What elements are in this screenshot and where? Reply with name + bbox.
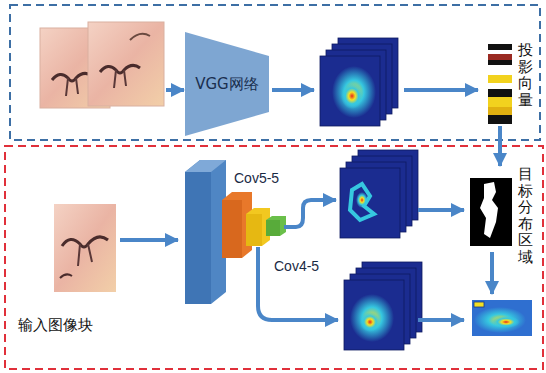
network-trapezoid: VGG网络 bbox=[185, 32, 269, 136]
layer-label: Cov4-5 bbox=[274, 258, 319, 274]
target-mask: 目标分布区域 bbox=[468, 166, 538, 270]
input-image bbox=[54, 204, 116, 292]
input-patch: 输入图像块 bbox=[16, 198, 120, 342]
vertical-label: 投影向量 bbox=[518, 42, 533, 108]
vector-bars bbox=[488, 44, 512, 124]
vertical-label: 目标分布区域 bbox=[518, 166, 533, 265]
image-caption: 输入图像块 bbox=[18, 316, 93, 335]
flow-arrow bbox=[498, 126, 502, 166]
mask-image bbox=[470, 178, 512, 246]
layer-label: Cov5-5 bbox=[234, 170, 279, 186]
projection-vector: 投影向量 bbox=[486, 42, 536, 126]
network-label: VGG网络 bbox=[195, 75, 259, 94]
